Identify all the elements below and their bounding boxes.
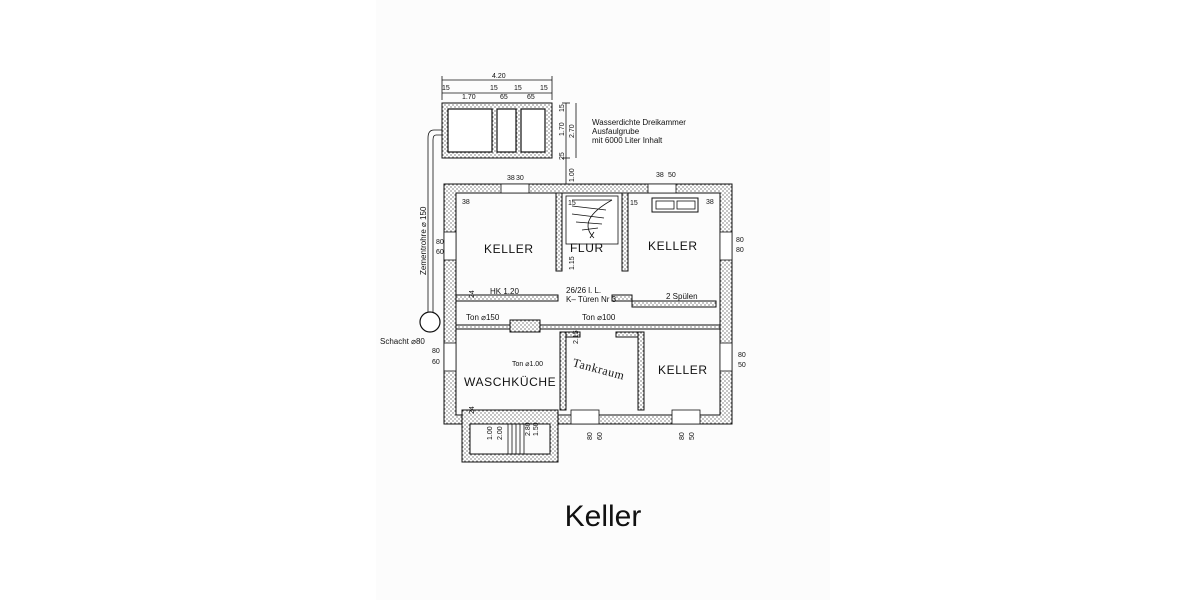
dim-v24b: 24 — [469, 406, 476, 414]
room-keller-left: KELLER — [484, 242, 534, 256]
dim-side-15: 15 — [559, 104, 566, 112]
dim-right80a: 80 — [736, 237, 744, 244]
plan-caption: Keller — [564, 500, 642, 533]
dim-w30a: 30 — [516, 175, 524, 182]
sink-icon — [651, 197, 699, 213]
plan-sheet: 4.20 15 1.70 15 65 15 65 15 15 1.70 2.70… — [376, 0, 830, 600]
room-keller-right: KELLER — [648, 239, 698, 253]
dim-stair15b: 15 — [630, 200, 638, 207]
cesspit — [441, 102, 553, 159]
dim-top-170: 1.70 — [462, 94, 476, 101]
entrance-porch — [461, 409, 559, 463]
dim-left80a: 80 — [436, 239, 444, 246]
note-ton100: Ton ⌀100 — [582, 313, 616, 322]
dim-left80b: 80 — [432, 348, 440, 355]
note-ton100b: Ton ⌀1.00 — [512, 361, 543, 368]
note-ton150: Ton ⌀150 — [466, 313, 500, 322]
note-cesspit-1: Wasserdichte Dreikammer — [592, 118, 686, 127]
dim-b80b: 80 — [679, 432, 686, 440]
room-flur: FLUR — [570, 241, 604, 255]
note-pipe: Zementrohre ⌀ 150 — [419, 206, 428, 275]
dim-corner38l: 38 — [462, 199, 470, 206]
dim-side-270: 2.70 — [569, 124, 576, 138]
interior-walls — [455, 192, 721, 411]
room-waschkueche: WASCHKÜCHE — [464, 375, 556, 389]
dim-stair15a: 15 — [568, 200, 576, 207]
sewer-pipe — [419, 129, 442, 333]
dim-side-170: 1.70 — [559, 122, 566, 136]
dim-b200: 2.00 — [497, 426, 504, 440]
dim-v215: 2.15 — [573, 330, 580, 344]
dim-top-65b: 65 — [527, 94, 535, 101]
dim-b80a: 80 — [587, 432, 594, 440]
staircase — [565, 195, 619, 245]
note-doors-2: K– Türen Nr 3 — [566, 295, 617, 304]
dim-left60a: 60 — [436, 249, 444, 256]
dim-top-15d: 15 — [540, 85, 548, 92]
dim-side-100: 1.00 — [569, 168, 576, 182]
note-cesspit-3: mit 6000 Liter Inhalt — [592, 136, 663, 145]
dim-b100: 1.00 — [487, 426, 494, 440]
dim-top-15a: 15 — [442, 85, 450, 92]
dim-w38a: 38 — [507, 175, 515, 182]
note-spuelen: 2 Spülen — [666, 292, 698, 301]
dim-stair115: 1.15 — [569, 256, 576, 270]
floor-plan: 4.20 15 1.70 15 65 15 65 15 15 1.70 2.70… — [380, 73, 746, 463]
dim-right50: 50 — [738, 362, 746, 369]
dim-left60b: 60 — [432, 359, 440, 366]
dim-b280: 2.80 — [525, 422, 532, 436]
dim-side-25: 25 — [559, 152, 566, 160]
cesspit-dimensions — [441, 76, 577, 192]
note-hk: HK 1.20 — [490, 287, 519, 296]
dim-w38b: 38 — [656, 172, 664, 179]
room-keller-bottom: KELLER — [658, 363, 708, 377]
dim-right80b: 80 — [736, 247, 744, 254]
dim-b50b: 50 — [689, 432, 696, 440]
note-schacht: Schacht ⌀80 — [380, 337, 425, 346]
dim-top-65a: 65 — [500, 94, 508, 101]
dim-corner38r: 38 — [706, 199, 714, 206]
dim-top-15b: 15 — [490, 85, 498, 92]
note-cesspit-2: Ausfaulgrube — [592, 127, 640, 136]
dim-v24a: 24 — [469, 290, 476, 298]
dim-total-width: 4.20 — [492, 73, 506, 80]
dim-right80c: 80 — [738, 352, 746, 359]
dim-b150: 1.50 — [533, 422, 540, 436]
note-doors-1: 26/26 l. L. — [566, 286, 601, 295]
dim-top-15c: 15 — [514, 85, 522, 92]
dim-b60a: 60 — [597, 432, 604, 440]
dim-w30b: 50 — [668, 172, 676, 179]
